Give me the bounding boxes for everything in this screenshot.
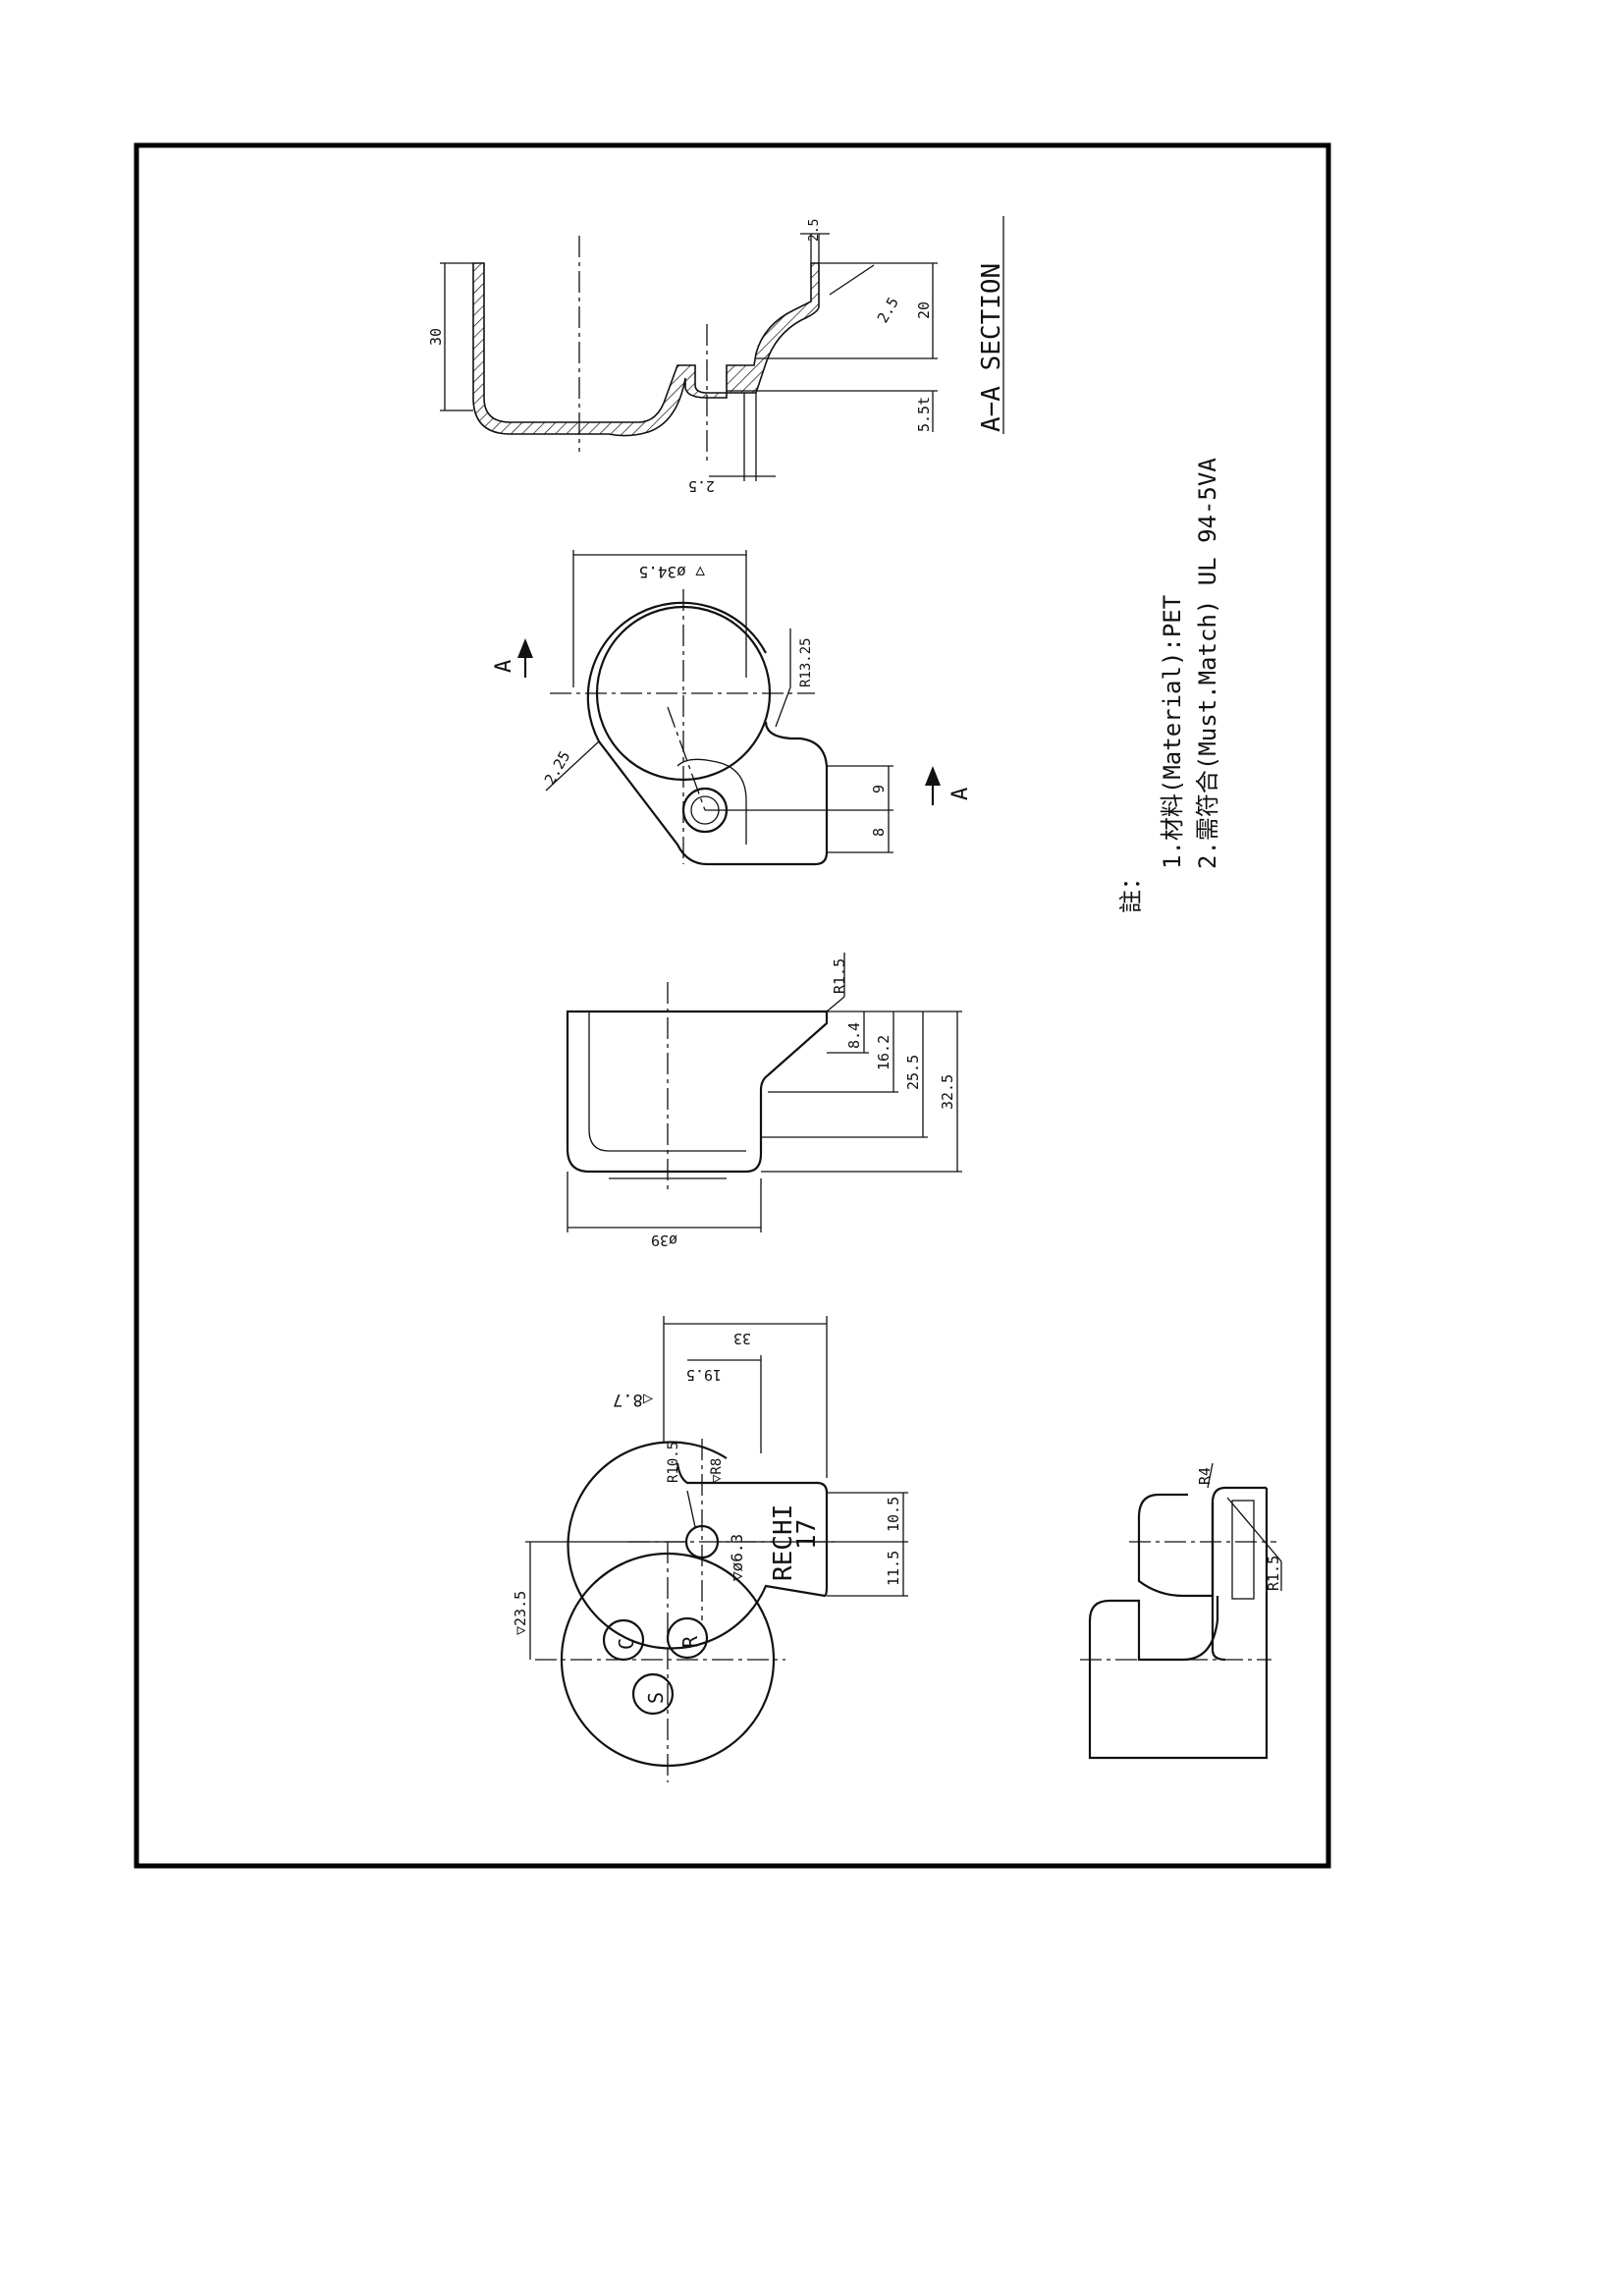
dim-section-wall: 2.5 <box>688 477 715 495</box>
dim-bottom-v2: 11.5 <box>885 1551 902 1586</box>
section-title: A−A SECTION <box>977 263 1006 432</box>
dim-bottom-r-small: ▽R8 <box>709 1458 725 1483</box>
top-view: ▽ ø34.5 R13.25 2.25 9 8 A A <box>492 550 973 866</box>
dim-section-drop: 5.5t <box>915 397 933 432</box>
dim-detail-inner: R1.5 <box>1265 1556 1282 1591</box>
bottom-view: C R S RECHI 17 33 19.5 ◁8.7 R10.5 ▽R8 ▽ø… <box>512 1316 908 1782</box>
dim-side-h4: 32.5 <box>939 1074 956 1110</box>
svg-text:C: C <box>615 1638 638 1650</box>
recycle-mark-s: S <box>631 1672 675 1716</box>
dim-bottom-a: ◁8.7 <box>613 1390 654 1409</box>
dim-top-inner: 2.25 <box>541 748 574 788</box>
dim-section-top: 20 <box>915 301 933 319</box>
svg-text:S: S <box>644 1692 668 1704</box>
dim-side-radius: R1.5 <box>831 958 848 994</box>
dim-detail-outer: R4 <box>1196 1467 1214 1485</box>
drawing-frame <box>134 142 1331 1869</box>
dim-top-diameter: ▽ ø34.5 <box>639 563 705 581</box>
section-marker-bottom: A <box>948 788 973 800</box>
stamp-text: RECHI <box>769 1504 798 1581</box>
dim-bottom-hole: ▽ø6.3 <box>728 1534 746 1581</box>
svg-text:R: R <box>678 1635 702 1648</box>
dim-section-height: 30 <box>427 328 445 346</box>
dim-bottom-v3: ▽23.5 <box>512 1591 529 1635</box>
dim-top-hole-a: 8 <box>870 828 888 837</box>
dim-section-slope: 2.5 <box>874 295 902 326</box>
dim-bottom-r-big: R10.5 <box>666 1442 681 1483</box>
dim-side-h3: 25.5 <box>904 1055 922 1090</box>
side-view: R1.5 8.4 16.2 25.5 32.5 ø39 <box>566 953 962 1249</box>
dim-top-hole-b: 9 <box>870 785 888 793</box>
recycle-mark-c: C <box>602 1618 645 1662</box>
section-view: 30 20 5.5t 2.5 2.5 2.5 A−A SECTION <box>427 216 1006 495</box>
dim-side-h2: 16.2 <box>875 1035 893 1070</box>
note-ul-rating: 2.需符合(Must.Match) UL 94-5VA <box>1194 458 1221 869</box>
notes-block: 註： 1.材料(Material):PET 2.需符合(Must.Match) … <box>1117 458 1221 913</box>
note-material: 1.材料(Material):PET <box>1159 595 1186 869</box>
dim-section-lip: 2.5 <box>807 219 822 242</box>
recycle-mark-r: R <box>666 1616 709 1660</box>
dim-side-h1: 8.4 <box>845 1022 863 1049</box>
dim-bottom-width: 33 <box>733 1330 751 1347</box>
detail-view: R4 R1.5 <box>1080 1462 1282 1760</box>
stamp-number: 17 <box>792 1519 822 1550</box>
dim-top-fillet: R13.25 <box>798 637 814 687</box>
dim-bottom-offset: 19.5 <box>686 1366 722 1384</box>
dim-bottom-v1: 10.5 <box>885 1497 902 1532</box>
section-marker-top: A <box>492 660 516 673</box>
notes-heading: 註： <box>1117 866 1145 913</box>
dim-side-diameter: ø39 <box>651 1231 677 1249</box>
